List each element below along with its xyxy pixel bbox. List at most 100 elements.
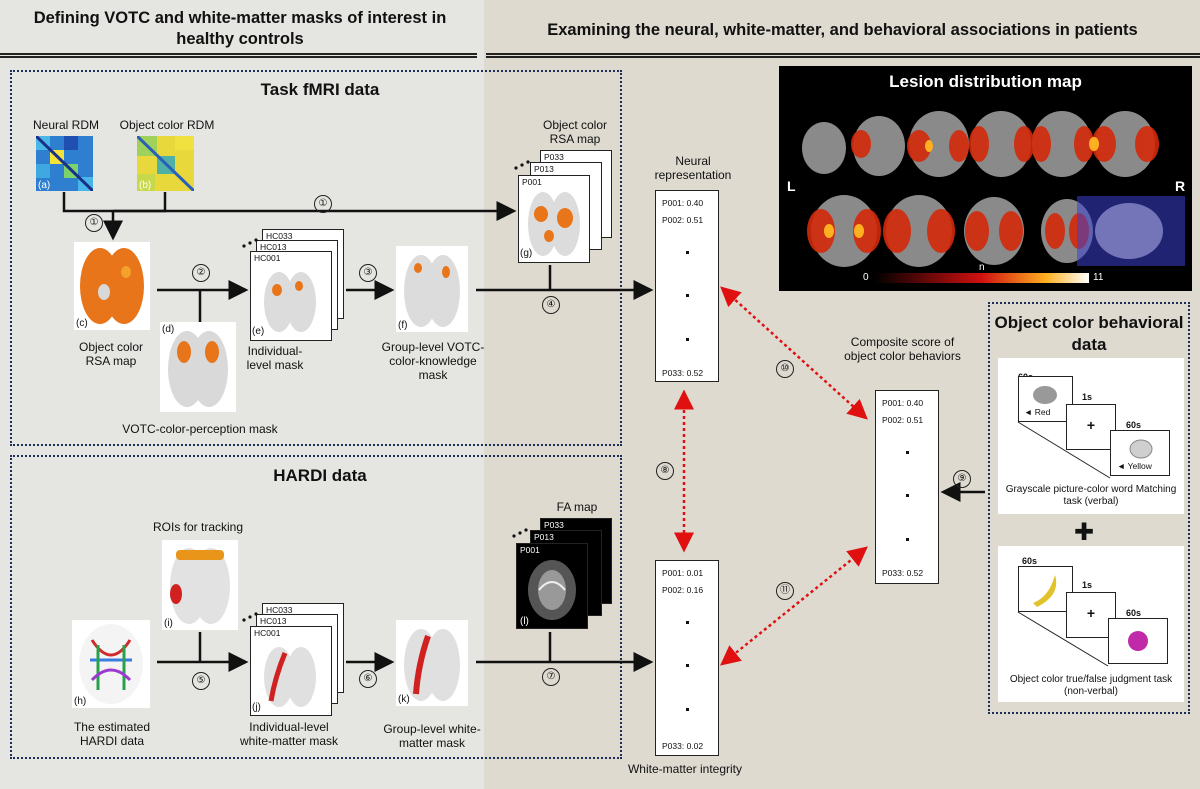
- stack-l-label-3: P033: [544, 520, 564, 530]
- task2-time-2: 1s: [1082, 580, 1093, 590]
- behavioral-title: Object color behavioral data: [994, 313, 1184, 354]
- stack-g-card-1: P001: [518, 175, 590, 263]
- step-10: ⑩: [776, 360, 794, 378]
- group-votc-brain: [396, 246, 468, 332]
- object-color-rsa-map-label: Object color RSA map: [78, 340, 144, 368]
- wm-value-1: P001: 0.01: [662, 568, 704, 578]
- stack-g-label-1: P001: [522, 177, 542, 187]
- wm-value-3: P033: 0.02: [662, 741, 704, 751]
- hardi-panel: [10, 455, 622, 759]
- stack-j-label-3: HC033: [266, 605, 293, 615]
- step-4: ④: [542, 296, 560, 314]
- votc-perception-brain: [160, 322, 236, 412]
- object-color-rdm-heatmap: [135, 134, 196, 193]
- group-votc-mask-label: Group-level VOTC-color-knowledge mask: [381, 340, 485, 382]
- step-11: ⑪: [776, 582, 794, 600]
- task1-time-3: 60s: [1126, 420, 1142, 430]
- stack-e-label-3: HC033: [266, 231, 293, 241]
- stack-j-card-1: HC001: [250, 626, 332, 716]
- object-color-rdm-matrix: [135, 134, 196, 193]
- rsa-map-title: Object color RSA map: [542, 118, 608, 146]
- hardi-tractography: [72, 620, 150, 708]
- composite-ellipsis-dot-1: [906, 451, 909, 454]
- scale-mid-label: n: [979, 262, 985, 273]
- group-votc-render: [404, 255, 460, 327]
- object-color-rdm-label: Object color RDM: [119, 118, 215, 132]
- hardi-tractography-render: [79, 624, 143, 704]
- tag-d: (d): [162, 324, 175, 335]
- neural-value-3: P033: 0.52: [662, 368, 704, 378]
- neural-representation-column: P001: 0.40 P002: 0.51 P033: 0.52: [655, 190, 719, 382]
- neural-ellipsis-dot-1: [686, 251, 689, 254]
- tag-g: (g): [520, 248, 533, 259]
- stack-e-label-2: HC013: [260, 242, 287, 252]
- task1-caption: Grayscale picture-color word Matching ta…: [1005, 484, 1177, 507]
- white-matter-integrity-column: P001: 0.01 P002: 0.16 P033: 0.02: [655, 560, 719, 756]
- tag-e: (e): [252, 326, 265, 337]
- lesion-left-label: L: [787, 178, 796, 194]
- neural-rdm-heatmap: [34, 134, 95, 193]
- composite-value-3: P033: 0.52: [882, 568, 924, 578]
- individual-wm-brain: [264, 647, 316, 707]
- step-7: ⑦: [542, 668, 560, 686]
- composite-ellipsis-dot-3: [906, 538, 909, 541]
- individual-mask-label: Individual-level mask: [246, 344, 304, 372]
- step-3: ③: [359, 264, 377, 282]
- neural-rdm-matrix: [34, 134, 95, 193]
- task2-caption: Object color true/false judgment task (n…: [1009, 674, 1173, 697]
- tag-l: (l): [520, 616, 529, 627]
- wm-ellipsis-dot-1: [686, 621, 689, 624]
- lemon-icon: [1129, 439, 1153, 459]
- left-section-header: Defining VOTC and white-matter masks of …: [33, 9, 447, 48]
- banana-icon: [1033, 575, 1057, 607]
- tag-k: (k): [398, 694, 410, 705]
- wm-ellipsis-dot-3: [686, 708, 689, 711]
- task1-card-3: ◄ Yellow: [1110, 430, 1170, 476]
- task2-box: 60s 1s + 60s Object color true/false jud…: [998, 546, 1184, 702]
- right-header-rule: [486, 53, 1200, 58]
- stack-g-label-2: P013: [534, 164, 554, 174]
- tag-a: (a): [38, 180, 51, 191]
- composite-column: P001: 0.40 P002: 0.51 P033: 0.52: [875, 390, 939, 584]
- group-wm-render: [404, 629, 460, 701]
- tag-j: (j): [252, 702, 261, 713]
- step-5: ⑤: [192, 672, 210, 690]
- task2-time-3: 60s: [1126, 608, 1142, 618]
- tag-i: (i): [164, 618, 173, 629]
- task1-card-1: ◄ Red: [1018, 376, 1073, 422]
- neural-rdm-label: Neural RDM: [32, 118, 99, 132]
- task2-card-1: [1018, 566, 1073, 612]
- tag-b: (b): [139, 180, 152, 191]
- white-matter-integrity-title: White-matter integrity: [627, 762, 743, 776]
- tag-c: (c): [76, 318, 88, 329]
- task2-time-1: 60s: [1022, 556, 1038, 566]
- neural-value-1: P001: 0.40: [662, 198, 704, 208]
- roi-brain-render: [170, 548, 230, 624]
- composite-value-1: P001: 0.40: [882, 398, 924, 408]
- votc-perception-render: [168, 331, 228, 407]
- step-2: ②: [192, 264, 210, 282]
- task2-card-3: [1108, 618, 1168, 664]
- stack-j-label-1: HC001: [254, 628, 281, 638]
- left-header-rule: [0, 53, 477, 58]
- stack-j-label-2: HC013: [260, 616, 287, 626]
- group-wm-label: Group-level white-matter mask: [383, 722, 481, 750]
- stack-l-label-2: P013: [534, 532, 554, 542]
- task-fmri-panel: [10, 70, 622, 446]
- neural-ellipsis-dot-2: [686, 294, 689, 297]
- purple-fruit-icon: [1128, 631, 1148, 651]
- task1-time-2: 1s: [1082, 392, 1093, 402]
- roi-brain: [162, 540, 238, 630]
- object-color-rsa-brain: [74, 242, 150, 330]
- neural-value-2: P002: 0.51: [662, 215, 704, 225]
- task1-word-yellow: ◄ Yellow: [1117, 461, 1152, 471]
- wm-ellipsis-dot-2: [686, 664, 689, 667]
- scale-max-label: 11: [1093, 272, 1104, 283]
- individual-wm-label: Individual-level white-matter mask: [239, 720, 339, 748]
- fa-map-title: FA map: [556, 500, 598, 514]
- scale-min-label: 0: [863, 272, 869, 283]
- step-1b: ①: [314, 195, 332, 213]
- right-section-header: Examining the neural, white-matter, and …: [547, 21, 1138, 39]
- votc-perception-mask-label: VOTC-color-perception mask: [122, 422, 278, 436]
